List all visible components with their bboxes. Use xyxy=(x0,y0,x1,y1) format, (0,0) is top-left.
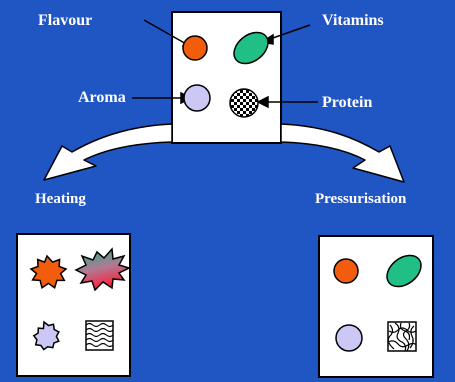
arrow-aroma xyxy=(132,91,193,105)
source-panel xyxy=(171,11,282,144)
pressurisation-label: Pressurisation xyxy=(315,191,407,207)
flavour-icon xyxy=(182,35,208,61)
pressurised-protein-maze-icon xyxy=(387,321,417,352)
vitamins-icon xyxy=(233,31,269,65)
heated-vitamins-starburst-icon xyxy=(74,247,132,292)
heating-curved-arrow xyxy=(43,123,173,181)
flavour-label: Flavour xyxy=(38,12,93,29)
aroma-label: Aroma xyxy=(78,89,126,106)
heating-label: Heating xyxy=(35,191,86,207)
protein-icon xyxy=(229,88,259,118)
heated-aroma-starburst-icon xyxy=(32,320,60,351)
heated-protein-wavy-icon xyxy=(85,320,114,351)
pressurisation-curved-arrow xyxy=(280,123,405,183)
aroma-icon xyxy=(183,84,211,112)
pressurised-vitamins-icon xyxy=(386,254,422,288)
pressurised-aroma-icon xyxy=(335,324,363,352)
pressurised-flavour-icon xyxy=(333,258,359,284)
protein-label: Protein xyxy=(322,94,373,111)
arrow-protein xyxy=(256,95,318,109)
vitamins-label: Vitamins xyxy=(322,12,384,29)
heated-flavour-starburst-icon xyxy=(29,254,68,290)
